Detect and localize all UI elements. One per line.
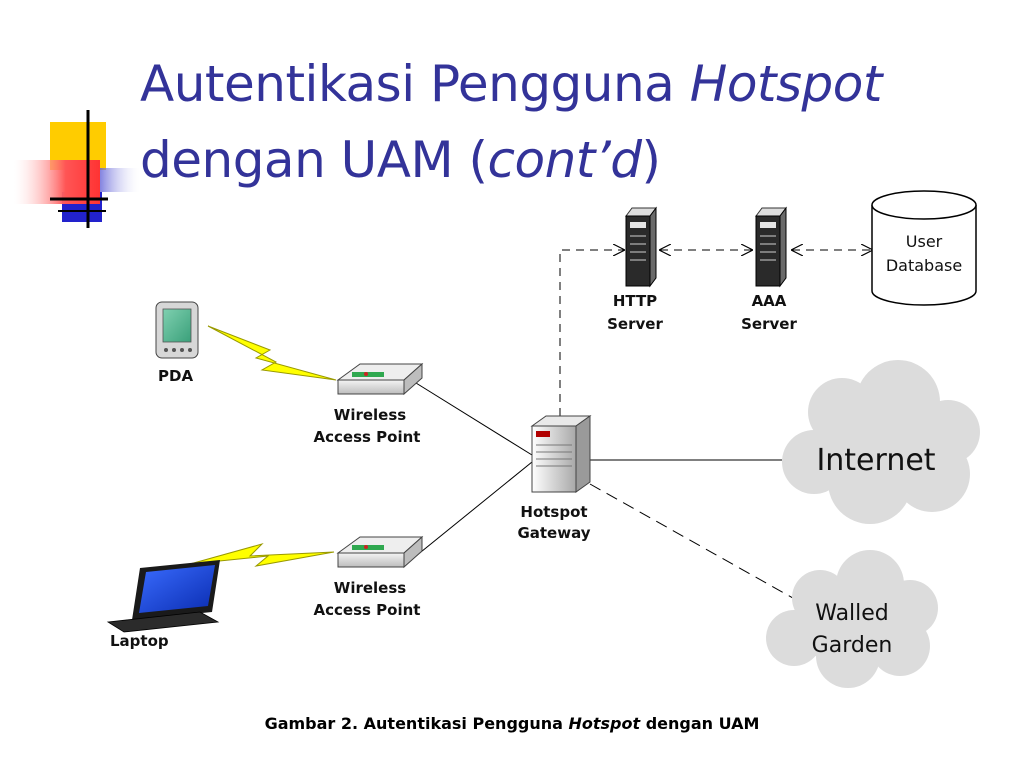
gateway-server-icon	[530, 415, 592, 493]
lightning-bolt-top	[207, 325, 337, 381]
access-point-top-label-1: Wireless	[334, 406, 407, 424]
http-server-label-2: Server	[607, 315, 663, 333]
title-line-1: Autentikasi Pengguna Hotspot	[140, 55, 883, 113]
http-server-label-1: HTTP	[613, 292, 657, 310]
access-point-top-label-2: Access Point	[314, 428, 421, 446]
lightning-bolt-bottom	[189, 543, 335, 567]
ornament-red-band	[14, 160, 100, 204]
walled-garden-cloud-icon	[766, 550, 938, 688]
gateway-label-2: Gateway	[517, 524, 590, 542]
access-point-top-icon	[336, 362, 424, 396]
laptop-label: Laptop	[110, 632, 169, 650]
aaa-server-icon	[755, 206, 787, 288]
aaa-server-label-1: AAA	[752, 292, 787, 310]
page-title: Autentikasi Pengguna Hotspot dengan UAM …	[140, 46, 883, 198]
user-database-icon	[871, 190, 977, 306]
link-ap-top-gateway	[415, 382, 533, 456]
figure-caption: Gambar 2. Autentikasi Pengguna Hotspot d…	[264, 714, 760, 733]
http-server-icon	[625, 206, 657, 288]
access-point-bottom-label-1: Wireless	[334, 579, 407, 597]
user-database-label-2: Database	[886, 256, 962, 275]
pda-label: PDA	[158, 367, 193, 385]
gateway-label-1: Hotspot	[520, 503, 587, 521]
user-database-label-1: User	[906, 232, 943, 251]
slide-ornament	[14, 110, 140, 228]
pda-icon	[155, 301, 199, 359]
walled-garden-label-1: Walled	[815, 601, 889, 626]
access-point-bottom-icon	[336, 535, 424, 569]
link-ap-bottom-gateway	[415, 461, 533, 557]
walled-garden-label-2: Garden	[812, 633, 893, 658]
aaa-server-label-2: Server	[741, 315, 797, 333]
laptop-icon	[106, 560, 220, 633]
access-point-bottom-label-2: Access Point	[314, 601, 421, 619]
link-gateway-walled-garden-dashed	[589, 483, 801, 603]
title-line-2: dengan UAM (cont’d)	[140, 131, 661, 189]
internet-label: Internet	[816, 443, 935, 478]
link-gateway-http-dashed	[559, 250, 624, 416]
internet-cloud-icon	[782, 360, 980, 524]
